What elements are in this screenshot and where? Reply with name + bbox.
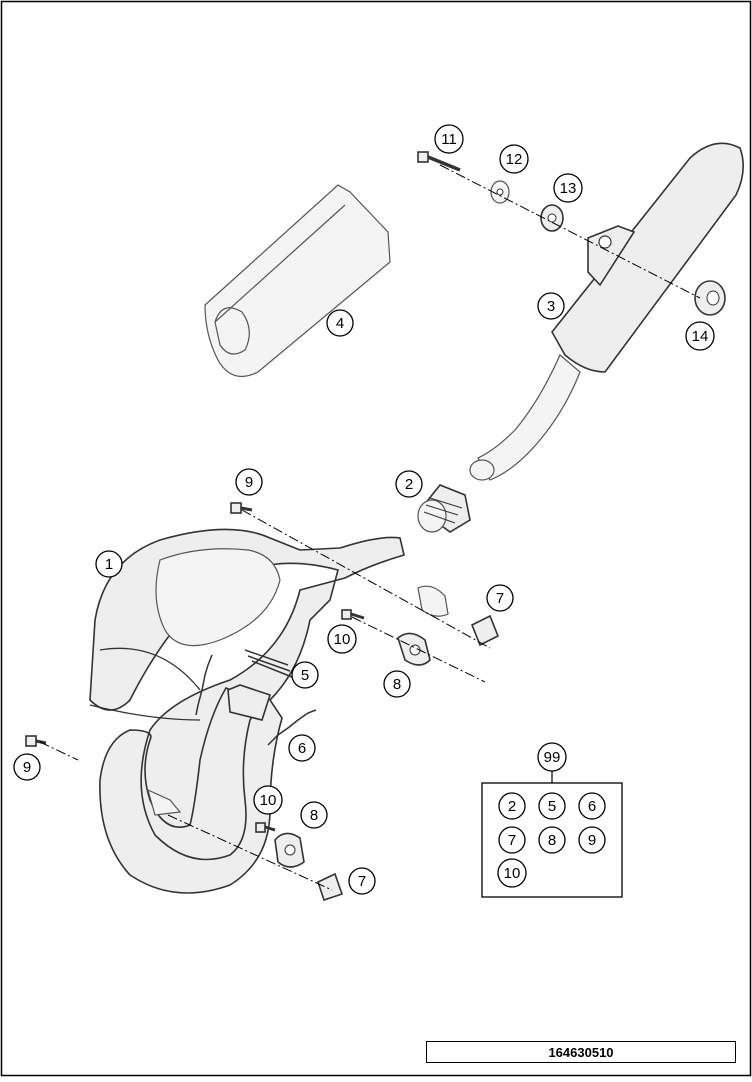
part-8-mount-lower <box>274 832 305 868</box>
kit-item-6: 6 <box>578 792 606 820</box>
svg-text:9: 9 <box>23 759 31 776</box>
callout-8-lower: 8 <box>300 801 328 829</box>
svg-text:11: 11 <box>441 131 457 148</box>
kit-item-9: 9 <box>578 826 606 854</box>
kit-item-2: 2 <box>498 792 526 820</box>
callout-14: 14 <box>685 321 715 351</box>
svg-text:8: 8 <box>393 676 401 693</box>
kit-item-10: 10 <box>497 858 527 888</box>
part-4-sleeve <box>204 184 391 378</box>
part-7-clip-lower <box>317 872 344 902</box>
callout-99: 99 <box>537 742 567 772</box>
callout-2: 2 <box>395 470 423 498</box>
svg-text:10: 10 <box>504 865 521 882</box>
svg-text:3: 3 <box>547 298 555 315</box>
callout-9-lower: 9 <box>13 753 41 781</box>
callout-10-lower: 10 <box>253 785 283 815</box>
callout-13: 13 <box>553 173 583 203</box>
part-1-exhaust-pipe <box>89 528 405 894</box>
svg-text:14: 14 <box>692 328 709 345</box>
svg-text:10: 10 <box>260 792 277 809</box>
part-9-bolt-upper <box>230 502 253 514</box>
part-6-spring <box>267 709 317 746</box>
callout-6: 6 <box>288 734 316 762</box>
svg-text:7: 7 <box>508 832 516 849</box>
assembly-axes <box>39 164 701 891</box>
svg-text:1: 1 <box>105 556 113 573</box>
part-11-bolt <box>417 151 461 172</box>
part-5-springs <box>195 649 293 716</box>
svg-text:12: 12 <box>506 151 523 168</box>
callout-12: 12 <box>499 144 529 174</box>
callout-4: 4 <box>326 309 354 337</box>
callout-8-upper: 8 <box>383 670 411 698</box>
diagram-code-box: 164630510 <box>426 1041 736 1063</box>
svg-text:7: 7 <box>496 590 504 607</box>
svg-text:2: 2 <box>405 476 413 493</box>
callout-10-upper: 10 <box>327 624 357 654</box>
callout-3: 3 <box>537 292 565 320</box>
svg-text:5: 5 <box>548 798 556 815</box>
part-7-clip-upper <box>470 614 500 647</box>
callout-5: 5 <box>291 661 319 689</box>
svg-text:6: 6 <box>298 740 306 757</box>
part-3-silencer <box>469 142 744 481</box>
svg-text:10: 10 <box>334 631 351 648</box>
part-10-bolt-upper <box>341 609 365 620</box>
svg-text:9: 9 <box>588 832 596 849</box>
part-8-mount-upper <box>397 585 449 666</box>
svg-text:8: 8 <box>310 807 318 824</box>
svg-text:7: 7 <box>358 873 366 890</box>
svg-text:8: 8 <box>548 832 556 849</box>
svg-text:4: 4 <box>336 315 344 332</box>
callout-7-upper: 7 <box>486 584 514 612</box>
svg-text:2: 2 <box>508 798 516 815</box>
kit-item-8: 8 <box>538 826 566 854</box>
diagram-code: 164630510 <box>548 1044 614 1060</box>
callout-7-lower: 7 <box>348 867 376 895</box>
part-13-bushing <box>540 204 564 232</box>
svg-text:13: 13 <box>560 180 577 197</box>
part-9-bolt-lower <box>25 735 47 747</box>
kit-item-7: 7 <box>498 826 526 854</box>
part-10-bolt-lower <box>255 822 276 833</box>
callout-11: 11 <box>434 124 464 154</box>
part-14-grommet <box>694 280 726 316</box>
callout-9-upper: 9 <box>235 468 263 496</box>
svg-text:9: 9 <box>245 474 253 491</box>
callout-1: 1 <box>95 550 123 578</box>
svg-text:5: 5 <box>301 667 309 684</box>
svg-text:6: 6 <box>588 798 596 815</box>
part-2-coupling <box>417 484 471 533</box>
kit-item-5: 5 <box>538 792 566 820</box>
svg-text:99: 99 <box>544 749 561 766</box>
